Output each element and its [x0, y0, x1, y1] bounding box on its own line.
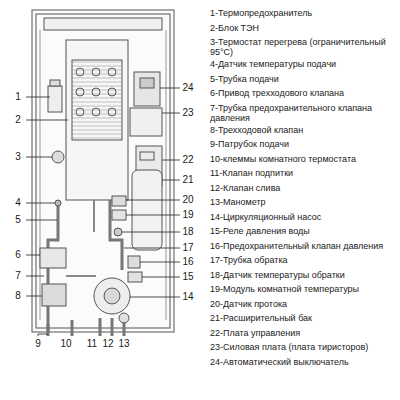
legend-item: 23-Силовая плата (плата тиристоров): [210, 340, 398, 355]
callout-number: 11: [84, 338, 100, 349]
legend-item: 8-Трехходовой клапан: [210, 123, 398, 138]
legend-item: 20-Датчик протока: [210, 297, 398, 312]
callout-number: 7: [10, 270, 26, 281]
legend-item: 22-Плата управления: [210, 326, 398, 341]
callout-number: 18: [180, 226, 196, 237]
callout-number: 8: [10, 290, 26, 301]
legend-item: 9-Патрубок подачи: [210, 137, 398, 152]
callout-number: 6: [10, 249, 26, 260]
legend-item: 11-Клапан подпитки: [210, 166, 398, 181]
callout-number: 17: [180, 242, 196, 253]
callout-number: 4: [10, 197, 26, 208]
callout-number: 14: [180, 291, 196, 302]
legend-item: 24-Автоматический выключатель: [210, 355, 398, 370]
callout-number: 21: [180, 174, 196, 185]
callout-number: 20: [180, 194, 196, 205]
callout-number: 1: [10, 91, 26, 102]
callout-number: 15: [180, 271, 196, 282]
legend-item: 16-Предохранительный клапан давления: [210, 239, 398, 254]
legend-item: 13-Манометр: [210, 195, 398, 210]
legend-item: 17-Трубка обратка: [210, 253, 398, 268]
legend-item: 5-Трубка подачи: [210, 72, 398, 87]
legend-item: 6-Привод трехходового клапана: [210, 86, 398, 101]
legend-item: 15-Реле давления воды: [210, 224, 398, 239]
legend-item: 18-Датчик температуры обратки: [210, 268, 398, 283]
legend-item: 2-Блок ТЭН: [210, 21, 398, 36]
legend-item: 21-Расширительный бак: [210, 311, 398, 326]
callout-number: 16: [180, 256, 196, 267]
callout-number: 19: [180, 209, 196, 220]
legend-item: 19-Модуль комнатной температуры: [210, 282, 398, 297]
callout-number: 12: [100, 338, 116, 349]
legend-item: 14-Циркуляционный насос: [210, 210, 398, 225]
callout-number: 10: [58, 338, 74, 349]
legend-item: 7-Трубка предохранительного клапана давл…: [210, 101, 398, 123]
callout-number: 9: [30, 338, 46, 349]
legend-item: 4-Датчик температуры подачи: [210, 57, 398, 72]
legend-item: 3-Термостат перегрева (ограничительный 9…: [210, 35, 398, 57]
callout-number: 13: [116, 338, 132, 349]
callout-number: 23: [180, 107, 196, 118]
legend-item: 12-Клапан слива: [210, 181, 398, 196]
legend-item: 10-клеммы комнатного термостата: [210, 152, 398, 167]
callout-number: 24: [180, 82, 196, 93]
legend-item: 1-Термопредохранитель: [210, 6, 398, 21]
callout-number: 5: [10, 214, 26, 225]
callout-number: 3: [10, 151, 26, 162]
callout-number: 22: [180, 154, 196, 165]
legend-list: 1-Термопредохранитель2-Блок ТЭН3-Термост…: [210, 6, 398, 369]
callout-number: 2: [10, 114, 26, 125]
